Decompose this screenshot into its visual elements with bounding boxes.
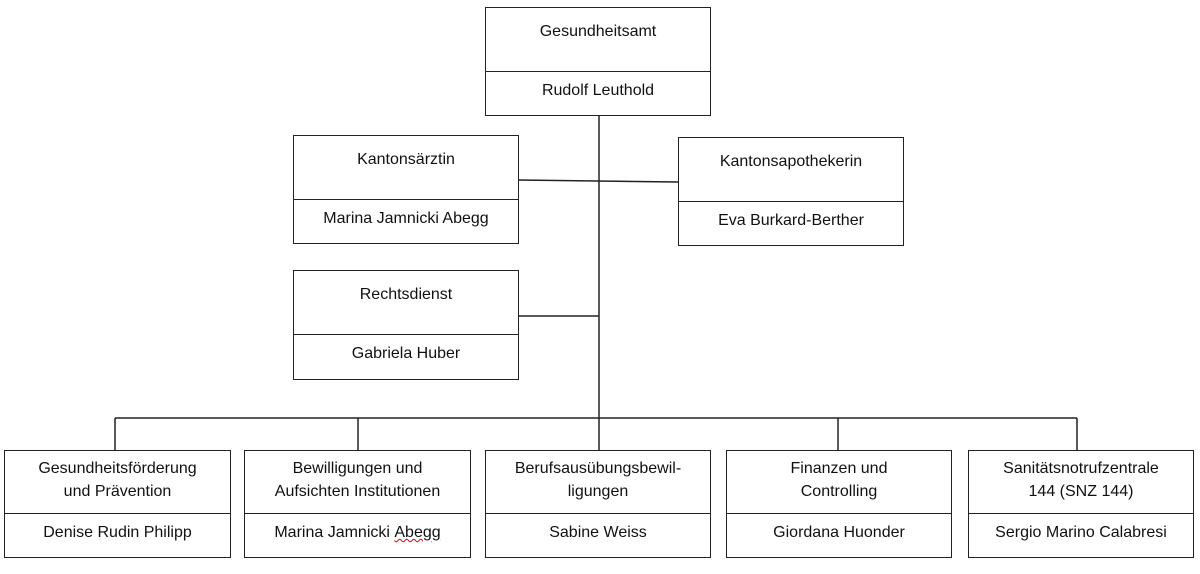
unit-head-name: Marina Jamnicki Abegg bbox=[245, 514, 470, 557]
unit-title: Sanitätsnotrufzentrale 144 (SNZ 144) bbox=[969, 451, 1193, 514]
spellcheck-flagged-word: Abegg bbox=[394, 524, 441, 541]
title-line: 144 (SNZ 144) bbox=[1028, 483, 1134, 500]
org-box-sanitaetsnotrufzentrale: Sanitätsnotrufzentrale 144 (SNZ 144) Ser… bbox=[968, 450, 1194, 558]
title-line: ligungen bbox=[567, 483, 629, 500]
org-box-kantonsaerztin: Kantonsärztin Marina Jamnicki Abegg bbox=[293, 135, 519, 244]
org-box-gesundheitsamt: Gesundheitsamt Rudolf Leuthold bbox=[485, 7, 711, 116]
unit-head-name: Sergio Marino Calabresi bbox=[995, 524, 1167, 541]
unit-title: Finanzen und Controlling bbox=[727, 451, 951, 514]
staff-connector-top bbox=[517, 179, 679, 183]
unit-title: Gesundheitsamt bbox=[486, 8, 710, 72]
title-line: Sanitätsnotrufzentrale bbox=[1003, 460, 1159, 477]
unit-head-name: Denise Rudin Philipp bbox=[43, 524, 192, 541]
title-line: Bewilligungen und bbox=[292, 460, 423, 477]
title-line: Berufsausübungsbewil- bbox=[514, 460, 682, 477]
org-box-bewilligungen: Bewilligungen und Aufsichten Institution… bbox=[244, 450, 471, 558]
unit-head-name: Marina Jamnicki Abegg bbox=[323, 210, 489, 227]
title-line: und Prävention bbox=[63, 483, 172, 500]
title-line: Finanzen und bbox=[790, 460, 888, 477]
unit-title: Berufsausübungsbewil- ligungen bbox=[486, 451, 710, 514]
org-box-gesundheitsfoerderung: Gesundheitsförderung und Prävention Deni… bbox=[4, 450, 231, 558]
unit-title: Rechtsdienst bbox=[294, 271, 518, 335]
title-line: Gesundheitsförderung bbox=[38, 460, 197, 477]
title-line: Aufsichten Institutionen bbox=[274, 483, 441, 500]
org-box-finanzen: Finanzen und Controlling Giordana Huonde… bbox=[726, 450, 952, 558]
unit-title: Bewilligungen und Aufsichten Institution… bbox=[245, 451, 470, 514]
name-text: Marina Jamnicki bbox=[274, 524, 395, 541]
title-line: Controlling bbox=[800, 483, 878, 500]
unit-title: Kantonsärztin bbox=[294, 136, 518, 200]
unit-head-name: Rudolf Leuthold bbox=[541, 82, 655, 99]
unit-head-name: Giordana Huonder bbox=[773, 524, 905, 541]
org-box-berufsausuebung: Berufsausübungsbewil- ligungen Sabine We… bbox=[485, 450, 711, 558]
unit-title: Gesundheitsförderung und Prävention bbox=[5, 451, 230, 514]
org-box-kantonsapothekerin: Kantonsapothekerin Eva Burkard-Berther bbox=[678, 137, 904, 246]
unit-head-name: Gabriela Huber bbox=[351, 345, 461, 362]
unit-head-name: Sabine Weiss bbox=[549, 524, 647, 541]
org-box-rechtsdienst: Rechtsdienst Gabriela Huber bbox=[293, 270, 519, 380]
unit-title: Kantonsapothekerin bbox=[679, 138, 903, 202]
unit-head-name: Eva Burkard-Berther bbox=[718, 212, 864, 229]
